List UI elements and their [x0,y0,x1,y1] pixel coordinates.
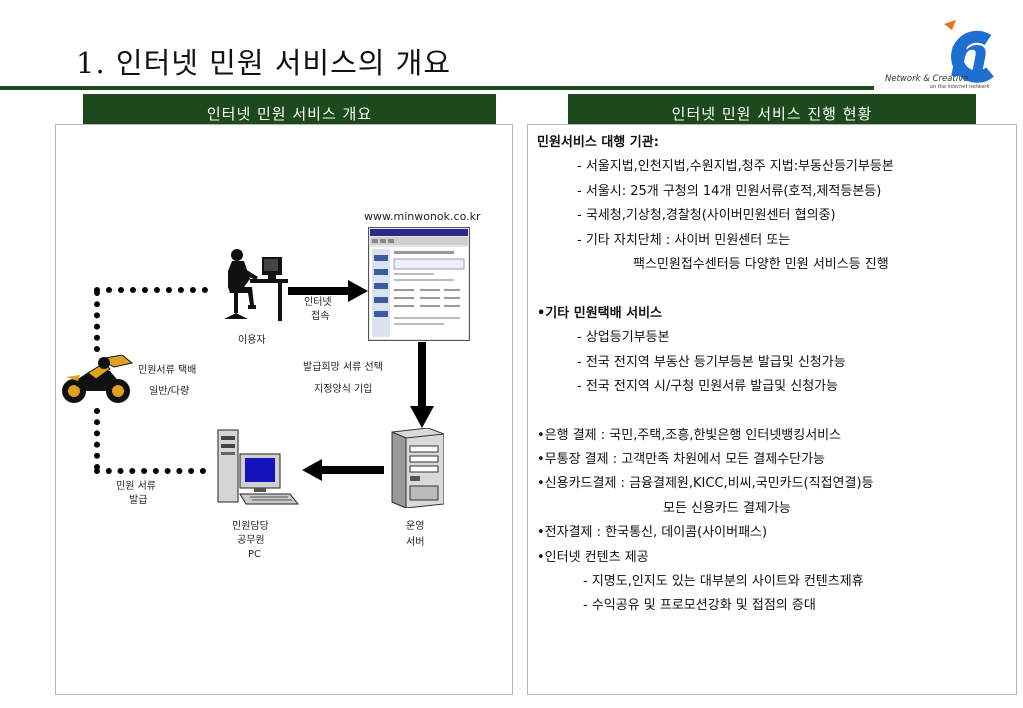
select-label-2: 지정양식 기입 [314,383,372,397]
status-line: •무통장 결제 : 고객만족 차원에서 모든 결제수단가능 [537,448,1017,472]
status-line: - 전국 전지역 시/구청 민원서류 발급및 신청가능 [537,375,1017,399]
status-line: •신용카드결제 : 금융결제원,KICC,비씨,국민카드(직접연결)등 [537,472,1017,496]
status-line: •기타 민원택배 서비스 [537,302,1017,326]
status-list: 민원서비스 대행 기관:- 서울지법,인천지법,수원지법,청주 지법:부동산등기… [537,131,1017,619]
status-line: - 지명도,인지도 있는 대부분의 사이트와 컨텐츠제휴 [537,570,1017,594]
pc-label-3: PC [248,548,261,562]
status-line: •은행 결제 : 국민,주택,조흥,한빛은행 인터넷뱅킹서비스 [537,424,1017,448]
status-line: •전자결제 : 한국통신, 데이콤(사이버패스) [537,521,1017,545]
pc-label-1: 민원담당 [232,520,269,534]
title-underline [0,86,874,90]
courier-label-1: 민원서류 택배 [138,364,196,378]
delivery-dotted-bottom [94,468,206,474]
issue-label-1: 민원 서류 [116,480,156,494]
user-label: 이용자 [238,334,266,348]
logo-tagline: Network & Creative [885,74,968,84]
status-line: - 수익공유 및 프로모션강화 및 접점의 증대 [537,594,1017,618]
status-line: - 국세청,기상청,경찰청(사이버민원센터 협의중) [537,204,1017,228]
courier-label-2: 일반/다량 [149,385,189,399]
status-line: - 서울시: 25개 구청의 14개 민원서류(호적,제적등본등) [537,180,1017,204]
pc-label-2: 공무원 [237,534,265,548]
spacer [537,399,1017,423]
user-at-computer-icon [220,247,290,325]
status-line: 모든 신용카드 결제가능 [537,497,1017,521]
access-label-2: 접속 [311,310,329,324]
status-line: - 기타 자치단체 : 사이버 민원센터 또는 [537,229,1017,253]
page-title: 1. 인터넷 민원 서비스의 개요 [76,40,451,82]
status-line: 민원서비스 대행 기관: [537,131,1017,155]
logo-subline: on the internet network [930,84,989,90]
status-line: 팩스민원접수센터등 다양한 민원 서비스등 진행 [537,253,1017,277]
site-url: www.minwonok.co.kr [364,210,481,223]
select-label-1: 발급희망 서류 선택 [303,361,383,375]
status-line: •인터넷 컨텐츠 제공 [537,546,1017,570]
webpage-icon [368,227,470,341]
delivery-dotted-left-top [94,290,100,352]
status-line: - 서울지법,인천지법,수원지법,청주 지법:부동산등기부등본 [537,155,1017,179]
issue-label-2: 발급 [129,494,147,508]
response-arrow [302,459,384,481]
motorcycle-courier-icon [60,355,134,407]
delivery-dotted-left-bottom [94,408,100,470]
access-label-1: 인터넷 [304,296,332,310]
server-icon [386,428,444,508]
status-line: - 상업등기부등본 [537,326,1017,350]
spacer [537,277,1017,301]
request-arrow [410,342,434,428]
status-line: - 전국 전지역 부동산 등기부등본 발급및 신청가능 [537,351,1017,375]
workstation-icon [216,428,300,508]
server-label-1: 운영 [406,520,424,534]
server-label-2: 서버 [406,536,424,550]
delivery-dotted-top [94,287,208,293]
